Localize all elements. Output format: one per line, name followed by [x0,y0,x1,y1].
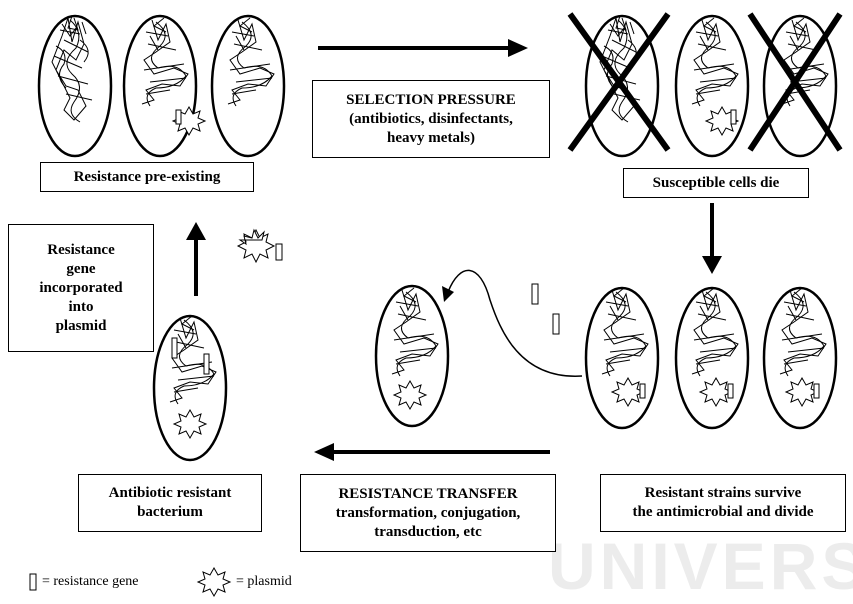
selection-pressure-label: SELECTION PRESSURE (antibiotics, disinfe… [312,80,550,158]
arrow-left-bottom [314,443,550,461]
resistance-gene [532,284,538,304]
cell [676,16,748,156]
gene-incorporated-label: Resistance gene incorporated into plasmi… [8,224,154,352]
resistance-transfer-label: RESISTANCE TRANSFER transformation, conj… [300,474,556,552]
floating-plasmid [238,230,282,262]
resistance-gene [731,110,736,124]
arrow-down-right [702,203,722,274]
legend-plasmid-icon [198,568,230,596]
recipient-cell [376,286,448,426]
legend-gene-label: = resistance gene [42,574,139,590]
cell [212,16,284,156]
arrow-right-top [318,39,528,57]
cell [39,16,111,156]
legend-plasmid-label: = plasmid [236,574,292,590]
preexisting-cells [39,16,284,156]
antibiotic-resistant-bacterium-label: Antibiotic resistant bacterium [78,474,262,532]
resistance-preexisting-label: Resistance pre-existing [40,162,254,192]
susceptible-cells-die-label: Susceptible cells die [623,168,809,198]
resistance-gene [204,354,209,374]
resistance-gene [553,314,559,334]
resistant-bacterium-cell [154,316,226,460]
resistance-gene [276,244,282,260]
transfer-curve [442,270,582,376]
resistant-strains-survive-label: Resistant strains survive the antimicrob… [600,474,846,532]
arrow-up-left [186,222,206,296]
surviving-cells [586,288,836,428]
legend-gene-icon [30,574,36,590]
resistance-gene [172,338,177,358]
dying-cells [570,14,840,156]
resistance-gene [176,110,181,124]
